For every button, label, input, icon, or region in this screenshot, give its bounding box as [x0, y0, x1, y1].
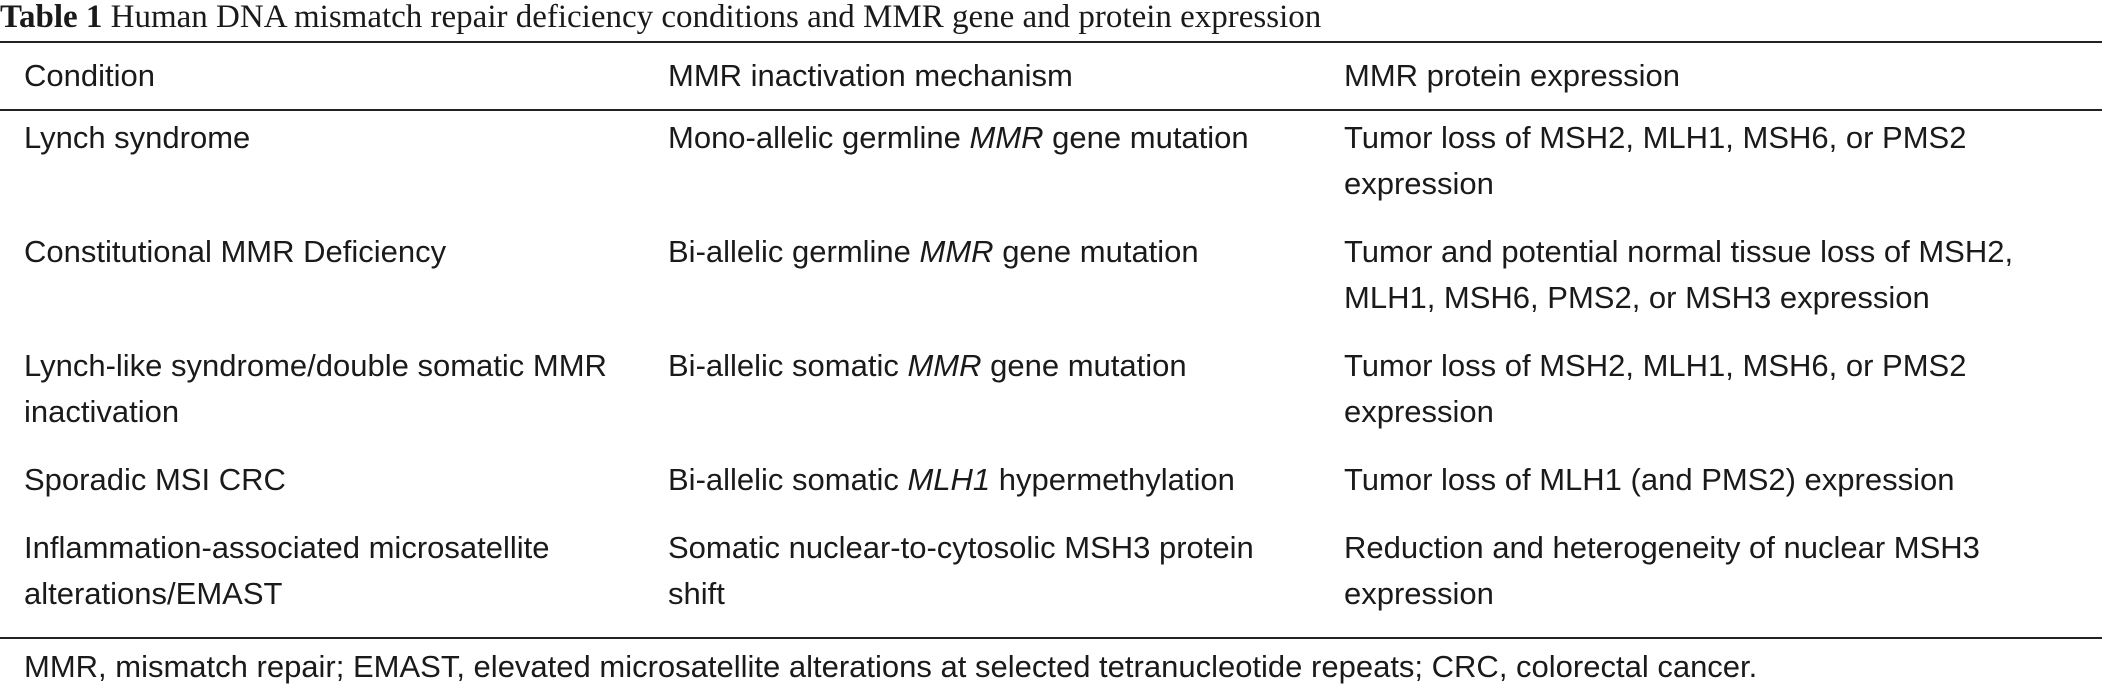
cell-condition: Inflammation-associated microsatellite a… [24, 530, 550, 611]
table-header-rule [0, 109, 2102, 111]
table-footnote: MMR, mismatch repair; EMAST, elevated mi… [24, 649, 1758, 684]
cell-expression: Tumor loss of MSH2, MLH1, MSH6, or PMS2 … [1344, 120, 1967, 201]
mechanism-text: Bi-allelic germline [668, 234, 920, 269]
mechanism-text-after: hypermethylation [990, 462, 1235, 497]
mechanism-gene-italic: MMR [969, 120, 1044, 155]
cell-mechanism: Bi-allelic somatic MLH1 hypermethylation [644, 457, 1320, 503]
column-header-condition: Condition [24, 58, 155, 93]
cell-condition: Constitutional MMR Deficiency [24, 234, 447, 269]
table-header-row: Condition MMR inactivation mechanism MMR… [0, 43, 2102, 109]
cell-condition: Lynch syndrome [24, 120, 251, 155]
table-row: Sporadic MSI CRC Bi-allelic somatic MLH1… [0, 457, 2102, 525]
table-row: Constitutional MMR Deficiency Bi-allelic… [0, 229, 2102, 343]
mechanism-text-after: gene mutation [1043, 120, 1249, 155]
mechanism-gene-italic: MMR [907, 348, 982, 383]
cell-condition: Lynch-like syndrome/double somatic MMR i… [24, 348, 607, 429]
column-header-expression: MMR protein expression [1344, 58, 1680, 93]
table-row: Inflammation-associated microsatellite a… [0, 525, 2102, 617]
table-caption-label: Table 1 [0, 0, 103, 35]
table-bottom-rule [0, 637, 2102, 639]
mechanism-gene-italic: MLH1 [907, 462, 991, 497]
cell-expression: Tumor and potential normal tissue loss o… [1344, 234, 2014, 315]
mechanism-text-after: gene mutation [993, 234, 1199, 269]
table-row: Lynch syndrome Mono-allelic germline MMR… [0, 115, 2102, 229]
data-table: Condition MMR inactivation mechanism MMR… [0, 43, 2102, 617]
cell-expression: Reduction and heterogeneity of nuclear M… [1344, 530, 1980, 611]
table-caption: Table 1 Human DNA mismatch repair defici… [0, 0, 1321, 38]
mechanism-gene-italic: MMR [919, 234, 994, 269]
mechanism-text: Somatic nuclear-to-cytosolic MSH3 protei… [668, 530, 1254, 611]
mechanism-text: Mono-allelic germline [668, 120, 970, 155]
column-header-mechanism: MMR inactivation mechanism [668, 58, 1073, 93]
table-caption-text: Human DNA mismatch repair deficiency con… [110, 0, 1322, 35]
table-top-rule [0, 41, 2102, 43]
cell-condition: Sporadic MSI CRC [24, 462, 286, 497]
table-row: Lynch-like syndrome/double somatic MMR i… [0, 343, 2102, 457]
cell-expression: Tumor loss of MLH1 (and PMS2) expression [1344, 462, 1955, 497]
table-body: Lynch syndrome Mono-allelic germline MMR… [0, 109, 2102, 617]
cell-mechanism: Bi-allelic germline MMR gene mutation [644, 229, 1320, 275]
mechanism-text-after: gene mutation [981, 348, 1187, 383]
cell-mechanism: Somatic nuclear-to-cytosolic MSH3 protei… [644, 525, 1320, 617]
cell-expression: Tumor loss of MSH2, MLH1, MSH6, or PMS2 … [1344, 348, 1967, 429]
cell-mechanism: Mono-allelic germline MMR gene mutation [644, 115, 1320, 161]
mechanism-text: Bi-allelic somatic [668, 348, 908, 383]
mechanism-text: Bi-allelic somatic [668, 462, 908, 497]
cell-mechanism: Bi-allelic somatic MMR gene mutation [644, 343, 1320, 389]
